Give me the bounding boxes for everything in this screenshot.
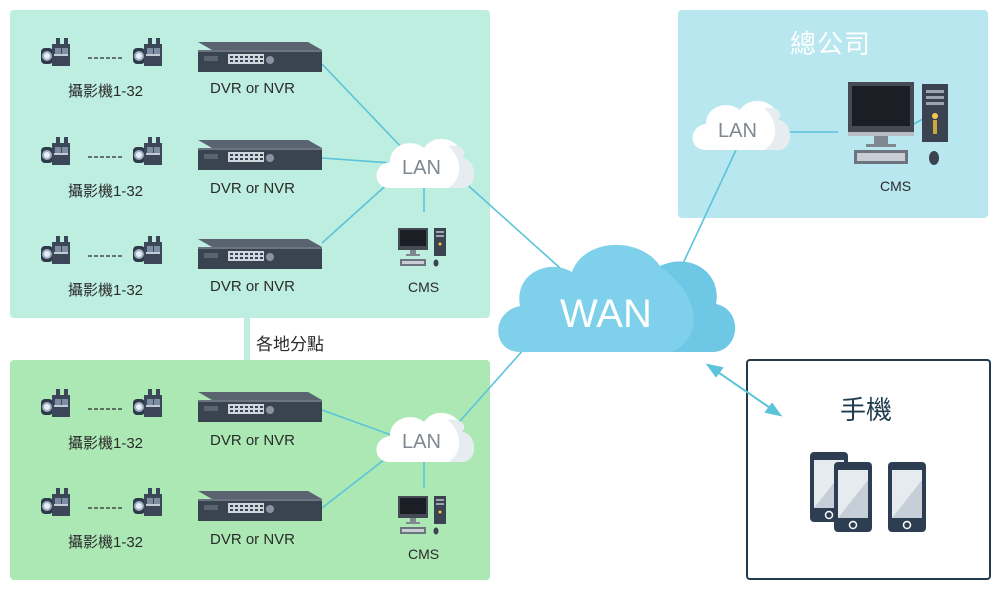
- cms-label: CMS: [408, 546, 440, 562]
- cms-label: CMS: [408, 279, 440, 295]
- computer-icon-hq: [848, 82, 948, 165]
- lan-label-bottom: LAN: [402, 431, 441, 453]
- camera-label: 攝影機1-32: [68, 83, 144, 100]
- camera-label: 攝影機1-32: [68, 534, 144, 551]
- hq-title: 總公司: [790, 29, 872, 59]
- camera-label: 攝影機1-32: [68, 435, 144, 452]
- wan-cloud-icon: [498, 244, 736, 352]
- lan-label-top: LAN: [402, 157, 441, 179]
- branch-caption: 各地分點: [256, 335, 324, 354]
- double-arrow-icon: [705, 363, 783, 417]
- camera-label: 攝影機1-32: [68, 183, 144, 200]
- dvr-label: DVR or NVR: [210, 180, 296, 197]
- dvr-label: DVR or NVR: [210, 80, 296, 97]
- computer-icon: [398, 228, 446, 535]
- cms-label-hq: CMS: [880, 178, 912, 194]
- wan-label: WAN: [560, 292, 652, 336]
- branch-panel-connector: [244, 318, 250, 360]
- lan-label-hq: LAN: [718, 120, 757, 142]
- smartphone-icon: [810, 452, 926, 532]
- dvr-label: DVR or NVR: [210, 531, 296, 548]
- dvr-label: DVR or NVR: [210, 432, 296, 449]
- lan-cloud-icon-top: [376, 138, 474, 188]
- mobile-title: 手機: [840, 395, 893, 425]
- dvr-label: DVR or NVR: [210, 278, 296, 295]
- lan-cloud-icon-bottom: [376, 412, 474, 462]
- camera-label: 攝影機1-32: [68, 282, 144, 299]
- lan-cloud-icon-hq: [692, 100, 790, 150]
